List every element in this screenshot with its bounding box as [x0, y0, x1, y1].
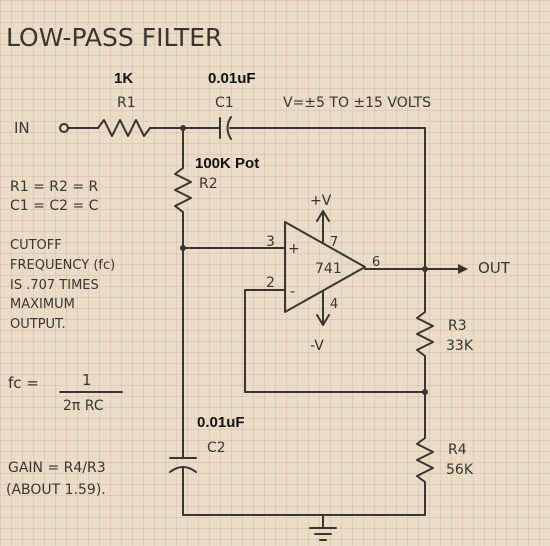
output-label: OUT — [478, 259, 511, 277]
note-cutoff-line-4: MAXIMUM — [10, 297, 75, 312]
r1-value: 1K — [114, 70, 133, 87]
r4-resistor-symbol — [416, 437, 434, 483]
note-gain-approx: (ABOUT 1.59). — [6, 482, 106, 498]
pin-2-label: 2 — [266, 275, 275, 291]
note-cutoff-line-5: OUTPUT. — [10, 317, 66, 332]
negative-supply-arrow — [316, 314, 330, 326]
formula-numerator: 1 — [82, 371, 92, 389]
r3-value: 33K — [446, 338, 474, 354]
opamp-minus-sign: - — [290, 284, 295, 300]
c1-value: 0.01uF — [208, 70, 256, 87]
input-label: IN — [14, 119, 30, 137]
junction-dot — [180, 245, 186, 251]
c2-value: 0.01uF — [197, 414, 245, 431]
note-resistor-equality: R1 = R2 = R — [10, 179, 99, 195]
c1-plate-right — [226, 116, 232, 140]
supply-voltage-note: V=±5 TO ±15 VOLTS — [283, 95, 431, 111]
positive-supply-label: +V — [310, 193, 332, 209]
diagram-title: LOW-PASS FILTER — [6, 23, 222, 52]
positive-supply-arrow — [316, 210, 330, 222]
r1-label: R1 — [117, 95, 136, 111]
pin-4-label: 4 — [330, 297, 338, 312]
formula-lhs: fc = — [8, 374, 39, 392]
note-gain: GAIN = R4/R3 — [8, 460, 106, 476]
r1-resistor-symbol — [97, 119, 151, 137]
formula-denominator: 2π RC — [63, 398, 104, 414]
note-cutoff-line-3: IS .707 TIMES — [10, 278, 99, 293]
r4-label: R4 — [448, 442, 467, 458]
r2-resistor-symbol — [174, 167, 192, 213]
output-arrow — [458, 264, 468, 274]
note-capacitor-equality: C1 = C2 = C — [10, 198, 99, 214]
negative-supply-label: -V — [310, 338, 324, 354]
opamp-triangle — [284, 221, 366, 313]
r3-label: R3 — [448, 318, 467, 334]
note-cutoff-line-1: CUTOFF — [10, 238, 62, 253]
r2-value: 100K Pot — [195, 155, 259, 172]
c1-label: C1 — [215, 95, 234, 111]
opamp-part-number: 741 — [315, 261, 342, 277]
opamp-plus-sign: + — [288, 241, 300, 257]
r4-value: 56K — [446, 462, 474, 478]
r3-resistor-symbol — [416, 311, 434, 357]
pin-6-label: 6 — [372, 255, 380, 270]
r2-label: R2 — [199, 176, 218, 192]
note-cutoff-line-2: FREQUENCY (fc) — [10, 258, 115, 273]
c2-label: C2 — [207, 440, 226, 456]
pin-7-label: 7 — [330, 235, 338, 250]
pin-3-label: 3 — [266, 234, 275, 250]
